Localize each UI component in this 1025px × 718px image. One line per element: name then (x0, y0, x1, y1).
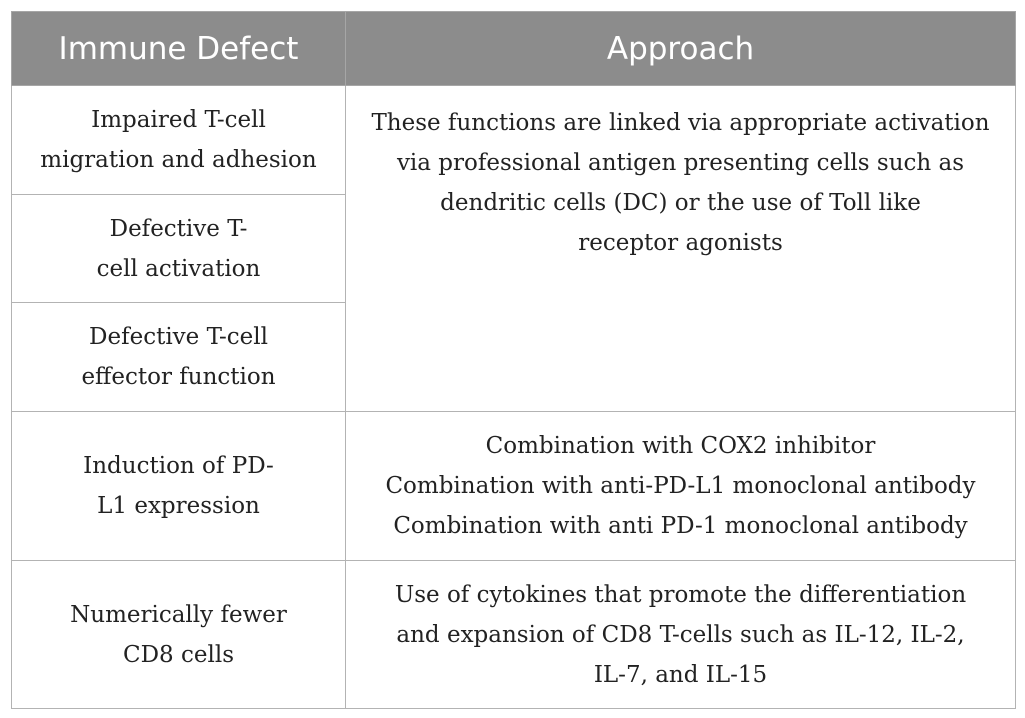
defect-cell-defective-effector: Defective T-cell effector function (11, 302, 346, 412)
cell-line: migration and adhesion (40, 147, 317, 173)
approach-cell-cytokines: Use of cytokines that promote the differ… (345, 560, 1016, 709)
table-row: Impaired T-cell migration and adhesion T… (11, 85, 1016, 412)
cell-line: Combination with anti-PD-L1 monoclonal a… (385, 473, 976, 499)
cell-line: Use of cytokines that promote the differ… (394, 581, 967, 608)
header-approach: Approach (345, 11, 1016, 86)
approach-cell-pd-l1: Combination with COX2 inhibitor Combinat… (345, 411, 1016, 561)
cell-line: dendritic cells (DC) or the use of Toll … (440, 190, 921, 216)
defect-cell-fewer-cd8: Numerically fewer CD8 cells (11, 560, 346, 709)
defect-cell-impaired-migration: Impaired T-cell migration and adhesion (11, 85, 346, 195)
table-header-row: Immune Defect Approach (11, 11, 1016, 86)
table-row: Induction of PD- L1 expression Combinati… (11, 411, 1016, 561)
cell-line: and expansion of CD8 T-cells such as IL-… (396, 621, 965, 648)
cell-line: Combination with anti PD-1 monoclonal an… (393, 513, 968, 539)
header-immune-defect: Immune Defect (11, 11, 346, 86)
defect-cell-defective-activation: Defective T- cell activation (11, 194, 346, 303)
cell-line: These functions are linked via appropria… (371, 110, 990, 136)
cell-line: effector function (81, 364, 276, 390)
cell-line: CD8 cells (123, 641, 234, 668)
cell-line: Defective T- (109, 215, 248, 242)
approach-cell-activation: These functions are linked via appropria… (345, 85, 1016, 412)
cell-line: IL-7, and IL-15 (593, 661, 768, 688)
cell-line: Combination with COX2 inhibitor (485, 433, 876, 459)
table-row: Numerically fewer CD8 cells Use of cytok… (11, 560, 1016, 709)
cell-line: Defective T-cell (89, 324, 268, 350)
cell-line: Numerically fewer (70, 601, 287, 628)
cell-line: receptor agonists (578, 230, 783, 256)
cell-line: cell activation (96, 255, 261, 282)
cell-line: Impaired T-cell (91, 107, 266, 133)
cell-line: Induction of PD- (83, 453, 274, 479)
cell-line: L1 expression (97, 493, 260, 519)
defect-cell-pd-l1-induction: Induction of PD- L1 expression (11, 411, 346, 561)
immune-defect-table: Immune Defect Approach Impaired T-cell m… (11, 11, 1016, 709)
table-row: Defective T- cell activation (11, 194, 1016, 303)
cell-line: via professional antigen presenting cell… (396, 150, 965, 176)
